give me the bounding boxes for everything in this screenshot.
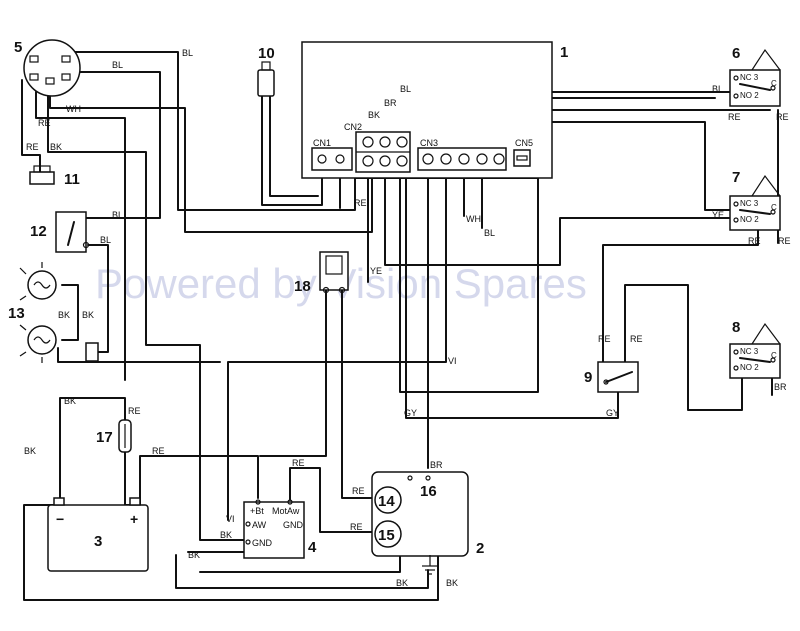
wire-label: WH [466,214,481,224]
label-module: 4 [308,539,317,556]
wire-label: RE [350,522,363,532]
lamps [19,262,99,363]
wire-label: BK [64,396,76,406]
label-microswitch-8: 8 [732,319,740,336]
wire-label: BK [50,142,62,152]
wire-label: RE [292,458,305,468]
wire-label: WH [66,104,81,114]
connector-18 [319,251,349,294]
wire-label: BK [188,550,200,560]
wire-label: RE [354,198,367,208]
module-gnd-right: GND [283,520,304,530]
label-motor-15: 15 [378,527,395,544]
microswitch-8 [729,322,781,379]
cn3-label: CN3 [420,138,438,148]
label-microswitch-6: 6 [732,45,740,62]
label-lamps: 13 [8,305,25,322]
wire-label: BK [220,530,232,540]
wire-label: BL [182,48,193,58]
label-housing: 2 [476,540,484,557]
module-aw: AW [252,520,267,530]
label-light-switch: 12 [30,223,47,240]
wire-label: BR [384,98,397,108]
wire-label: BL [112,210,123,220]
cn1-label: CN1 [313,138,331,148]
battery-plus: + [130,511,138,527]
wire-label: RE [152,446,165,456]
label-microswitch-7: 7 [732,169,740,186]
label-connector-11: 11 [64,171,80,188]
wire-label: BK [396,578,408,588]
sw6-nc3: NC 3 [740,73,759,82]
wire-label: RE [26,142,39,152]
wire-label: RE [128,406,141,416]
wire-label: RE [748,236,761,246]
wire-label: RE [38,118,51,128]
module-bt: +Bt [250,506,264,516]
label-motor-16: 16 [420,483,437,500]
plug-10 [257,61,275,97]
wire-label: BL [712,84,723,94]
label-switch-9: 9 [584,369,592,386]
sw8-nc3: NC 3 [740,347,759,356]
wire-label: YE [712,210,724,220]
sw7-nc3: NC 3 [740,199,759,208]
sw8-no2: NO 2 [740,363,759,372]
wire-label: BK [368,110,380,120]
wire-label: RE [630,334,643,344]
wire-label: BK [58,310,70,320]
wire-label: GY [606,408,619,418]
motor-housing [371,471,469,575]
wire-label: VI [448,356,457,366]
wire-label: BL [112,60,123,70]
wire-label: GY [404,408,417,418]
wire-label: BK [446,578,458,588]
label-key-switch: 5 [14,39,22,56]
wire-label: RE [352,486,365,496]
wire-label: BL [400,84,411,94]
microswitch-7 [729,174,781,231]
wire-label: RE [776,112,789,122]
fuse-17 [118,419,132,453]
sw7-no2: NO 2 [740,215,759,224]
sw6-c: C [771,79,777,88]
label-fuse: 17 [96,429,113,446]
connector-11 [29,165,55,185]
module-4 [243,499,305,559]
wire-label: BL [484,228,495,238]
key-switch [23,39,81,97]
label-plug-10: 10 [258,45,275,62]
controller-box [301,41,553,179]
wire-label: BK [24,446,36,456]
cn5-label: CN5 [515,138,533,148]
light-switch [55,211,90,253]
wire-label: BR [430,460,443,470]
wire-label: VI [226,514,235,524]
cn2-label: CN2 [344,122,362,132]
wire-label: YE [370,266,382,276]
wire-label: BL [100,235,111,245]
wire-label: BK [82,310,94,320]
battery-minus: − [56,511,64,527]
switch-9 [597,361,639,393]
wire-label: RE [598,334,611,344]
module-gnd-left: GND [252,538,273,548]
sw8-c: C [771,351,777,360]
microswitch-6 [729,48,781,107]
sw6-no2: NO 2 [740,91,759,100]
battery [47,497,149,572]
module-motaw: MotAw [272,506,300,516]
wire-label: RE [778,236,791,246]
label-battery: 3 [94,533,102,550]
label-motor-14: 14 [378,493,395,510]
label-controller: 1 [560,44,568,61]
wire-label: BR [774,382,787,392]
wire-label: RE [728,112,741,122]
wire-labels: BL BL WH RE RE BK BL BL BK BK BL BR BK B… [24,48,791,588]
label-connector-18: 18 [294,278,311,295]
sw7-c: C [771,203,777,212]
